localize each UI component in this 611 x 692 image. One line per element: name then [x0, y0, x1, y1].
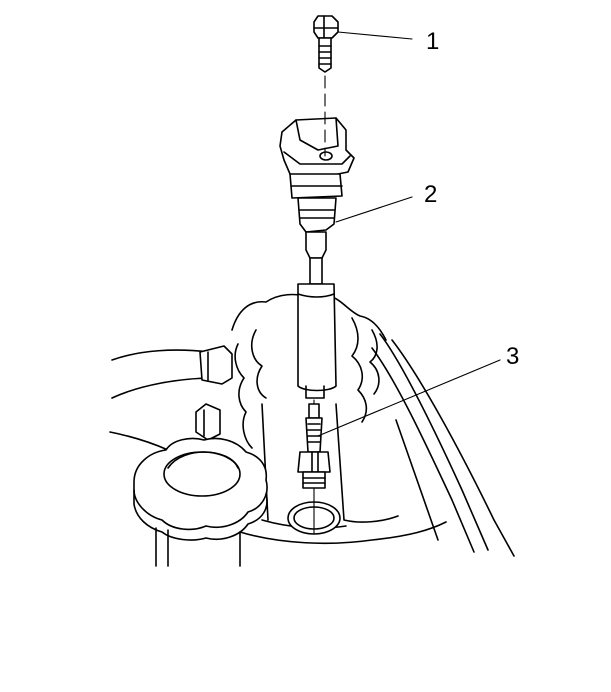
callout-2: 2	[424, 181, 437, 208]
leader-line-2	[335, 196, 413, 223]
leader-lines	[317, 31, 501, 437]
leader-line-1	[337, 31, 413, 40]
callout-3: 3	[506, 343, 519, 370]
oil-filler-cap	[133, 437, 268, 541]
ignition-coil	[279, 117, 355, 399]
leader-line-3	[317, 359, 501, 437]
callout-1: 1	[426, 28, 439, 55]
spark-plug	[297, 399, 331, 535]
coil-bolt	[313, 15, 339, 157]
